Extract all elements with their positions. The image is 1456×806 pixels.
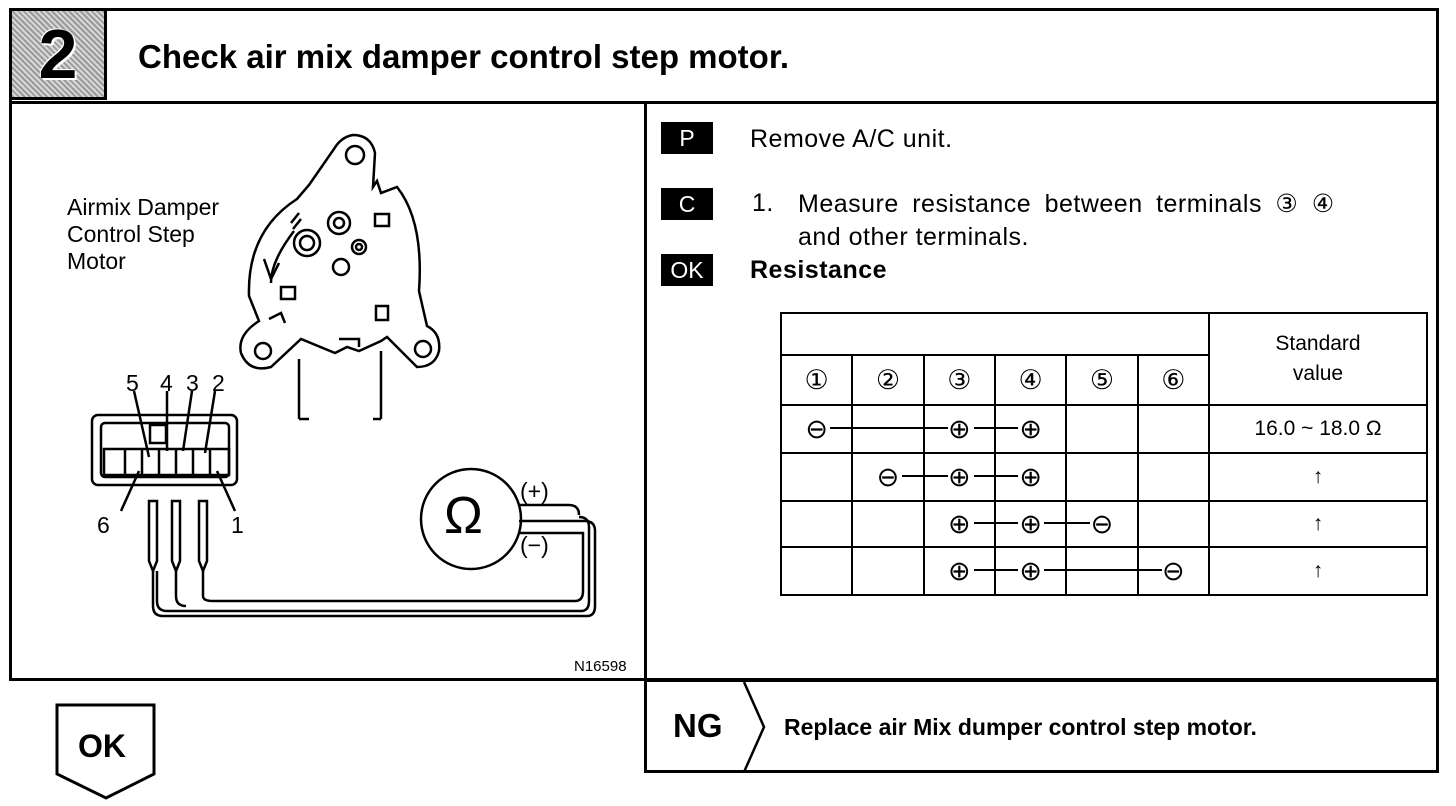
- ok-text: Resistance: [750, 256, 888, 284]
- mark-cell: ⊕: [993, 452, 1068, 502]
- ng-action-text: Replace air Mix dumper control step moto…: [784, 714, 1257, 740]
- terminal-header: ①: [779, 354, 854, 406]
- pin-label-5: 5: [126, 370, 139, 396]
- ok-arrow-box: [55, 703, 156, 800]
- pin-label-2: 2: [212, 370, 225, 396]
- table-row: ⊖ ⊕ ⊕ ↑: [779, 452, 1428, 502]
- component-label-line: Motor: [67, 248, 126, 274]
- c-step-number: 1.: [752, 189, 774, 217]
- ng-result-box: [644, 679, 1439, 773]
- meter-minus-label: (−): [520, 532, 549, 558]
- page-title: Check air mix damper control step motor.: [138, 38, 790, 75]
- ohm-symbol: Ω: [444, 487, 483, 545]
- mark-cell: [779, 452, 854, 502]
- mark-cell: ⊕: [922, 546, 996, 596]
- standard-value: ↑: [1208, 452, 1428, 502]
- mark-cell: [1065, 546, 1139, 596]
- c-tag: C: [661, 188, 713, 220]
- standard-value: 16.0 ~ 18.0 Ω: [1208, 404, 1428, 454]
- mark-cell: [1136, 500, 1211, 548]
- figure-code: N16598: [574, 658, 627, 675]
- mark-cell: [779, 500, 854, 548]
- table-blank-header: [780, 312, 1210, 356]
- mark-cell: ⊕: [993, 546, 1068, 596]
- step-number: 2: [38, 15, 78, 93]
- pin-label-4: 4: [160, 370, 173, 396]
- mark-cell: ⊕: [922, 452, 996, 502]
- component-label: Airmix Damper Control Step Motor: [67, 194, 219, 275]
- component-label-line: Airmix Damper: [67, 194, 220, 220]
- p-text: Remove A/C unit.: [750, 125, 953, 153]
- mark-cell: [851, 546, 925, 596]
- pin-label-1: 1: [231, 512, 244, 538]
- c-text-line1: Measure resistance between terminals ③ ④: [798, 190, 1335, 218]
- mark-cell: ⊖: [1136, 546, 1211, 596]
- c-text-line2: and other terminals.: [798, 223, 1029, 251]
- terminal-header: ⑤: [1065, 354, 1139, 406]
- mark-cell: ⊕: [922, 500, 996, 548]
- terminal-header: ④: [993, 354, 1068, 406]
- ok-tag: OK: [661, 254, 713, 286]
- meter-plus-label: (+): [520, 478, 549, 504]
- standard-value: ↑: [1208, 546, 1428, 596]
- mark-cell: ⊕: [922, 404, 996, 454]
- terminal-header: ③: [922, 354, 996, 406]
- pin-label-3: 3: [186, 370, 199, 396]
- mark-cell: ⊕: [993, 404, 1068, 454]
- step-number-badge: 2: [9, 8, 107, 100]
- mark-cell: [851, 404, 925, 454]
- ng-label: NG: [673, 707, 723, 744]
- ok-label: OK: [78, 728, 126, 764]
- p-tag: P: [661, 122, 713, 154]
- mark-cell: [1065, 404, 1139, 454]
- mark-cell: ⊖: [851, 452, 925, 502]
- mark-cell: ⊖: [1065, 500, 1139, 548]
- terminal-header: ⑥: [1136, 354, 1211, 406]
- mark-cell: ⊖: [779, 404, 854, 454]
- standard-value-header: Standard value: [1208, 312, 1428, 406]
- pin-label-6: 6: [97, 512, 110, 538]
- table-row: ⊖ ⊕ ⊕ 16.0 ~ 18.0 Ω: [779, 404, 1428, 454]
- ng-divider: [742, 682, 766, 772]
- motor-housing: [239, 133, 441, 370]
- component-label-line: Control Step: [67, 221, 195, 247]
- step-motor-diagram: [90, 133, 597, 618]
- mark-cell: [1136, 452, 1211, 502]
- mark-cell: [851, 500, 925, 548]
- mark-cell: [1065, 452, 1139, 502]
- resistance-table: Standard value ① ② ③ ④ ⑤ ⑥ ⊖ ⊕ ⊕ 16.0 ~ …: [779, 312, 1428, 596]
- terminal-header: ②: [851, 354, 925, 406]
- mark-cell: [1136, 404, 1211, 454]
- mark-cell: [779, 546, 854, 596]
- table-row: ⊕ ⊕ ⊖ ↑: [779, 546, 1428, 596]
- standard-value: ↑: [1208, 500, 1428, 548]
- mark-cell: ⊕: [993, 500, 1068, 548]
- table-row: ⊕ ⊕ ⊖ ↑: [779, 500, 1428, 548]
